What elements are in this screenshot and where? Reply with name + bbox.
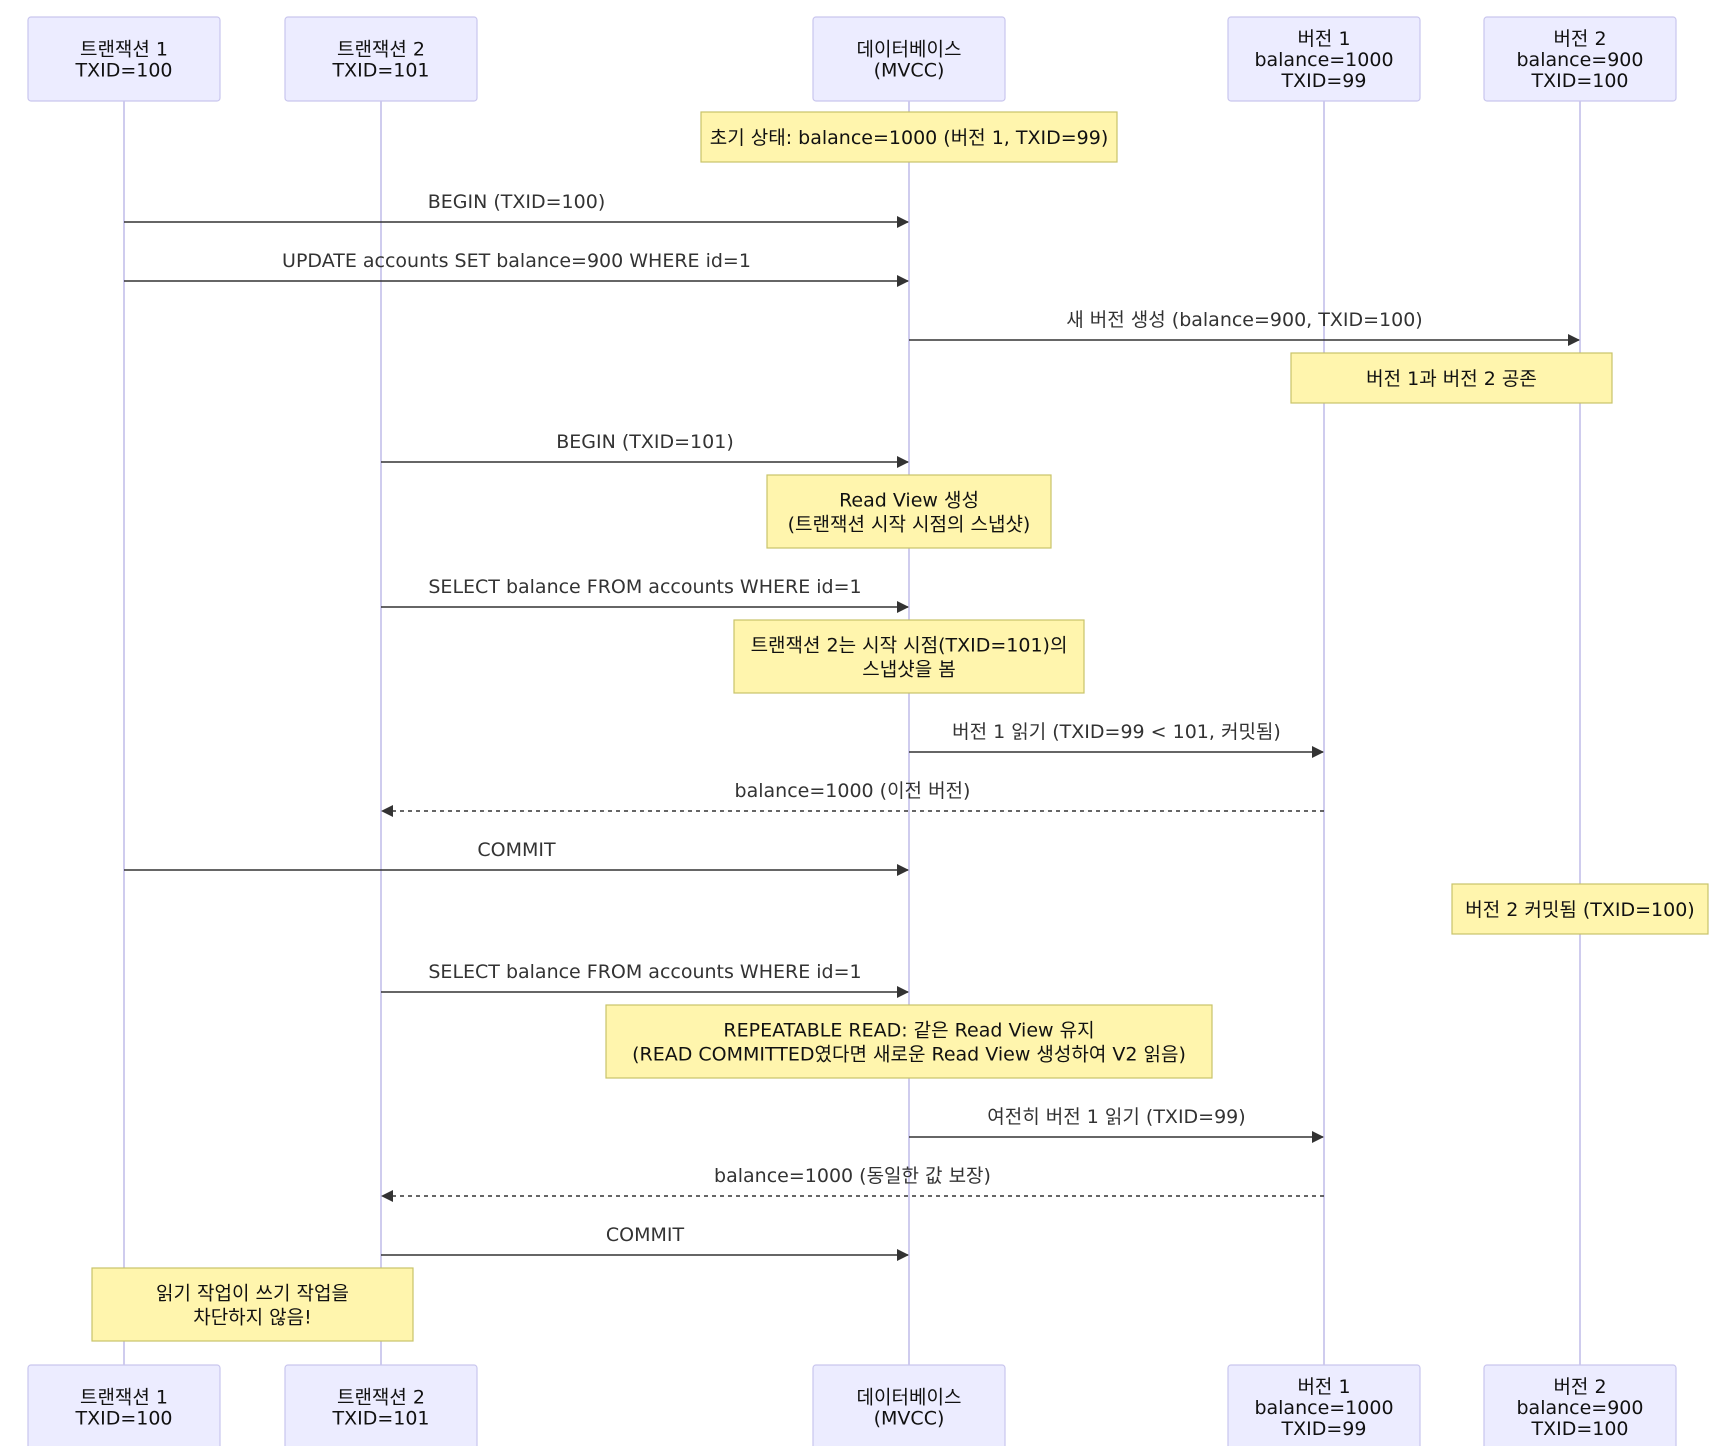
note-box <box>700 111 1118 163</box>
note-7: Read View 생성(트랜잭션 시작 시점의 스냅샷) <box>766 474 1052 549</box>
message-label: 버전 1 읽기 (TXID=99 < 101, 커밋됨) <box>952 721 1281 743</box>
message-3: UPDATE accounts SET balance=900 WHERE id… <box>124 250 909 287</box>
note-text: 차단하지 않음! <box>193 1307 312 1329</box>
note-text: 스냅샷을 봄 <box>862 659 955 681</box>
participant-label: TXID=100 <box>1530 70 1628 92</box>
note-13: 버전 2 커밋됨 (TXID=100) <box>1451 883 1709 935</box>
participant-label: 데이터베이스 <box>857 39 962 61</box>
message-label: 여전히 버전 1 읽기 (TXID=99) <box>987 1106 1245 1128</box>
message-4: 새 버전 생성 (balance=900, TXID=100) <box>909 309 1580 346</box>
participant-label: 데이터베이스 <box>857 1387 962 1409</box>
participant-label: 버전 2 <box>1553 28 1606 50</box>
note-text: Read View 생성 <box>839 490 979 512</box>
participant-label: balance=1000 <box>1254 49 1393 71</box>
message-10: 버전 1 읽기 (TXID=99 < 101, 커밋됨) <box>909 721 1324 758</box>
participant-box <box>27 1364 221 1446</box>
participant-label: 버전 1 <box>1297 1376 1350 1398</box>
participant-label: TXID=101 <box>331 1408 429 1430</box>
participant-label: TXID=100 <box>1530 1418 1628 1440</box>
note-text: 버전 2 커밋됨 (TXID=100) <box>1465 899 1694 921</box>
participant-label: 트랜잭션 1 <box>80 1387 168 1409</box>
participant-label: balance=900 <box>1517 1397 1644 1419</box>
participant-top-db: 데이터베이스(MVCC) <box>812 16 1006 102</box>
message-label: balance=1000 (이전 버전) <box>735 780 971 802</box>
participant-label: 트랜잭션 2 <box>337 39 425 61</box>
message-17: balance=1000 (동일한 값 보장) <box>381 1165 1324 1202</box>
participant-label: (MVCC) <box>874 1408 945 1430</box>
note-text: 버전 1과 버전 2 공존 <box>1366 368 1537 390</box>
note-box <box>91 1267 414 1342</box>
message-6: BEGIN (TXID=101) <box>381 431 909 468</box>
message-16: 여전히 버전 1 읽기 (TXID=99) <box>909 1106 1324 1143</box>
message-label: 새 버전 생성 (balance=900, TXID=100) <box>1066 309 1422 331</box>
note-text: REPEATABLE READ: 같은 Read View 유지 <box>723 1020 1094 1042</box>
note-text: (트랜잭션 시작 시점의 스냅샷) <box>788 514 1031 536</box>
participant-label: TXID=99 <box>1281 70 1367 92</box>
participant-box <box>812 1364 1006 1446</box>
note-text: (READ COMMITTED였다면 새로운 Read View 생성하여 V2… <box>632 1044 1186 1066</box>
message-label: balance=1000 (동일한 값 보장) <box>714 1165 991 1187</box>
note-1: 초기 상태: balance=1000 (버전 1, TXID=99) <box>700 111 1118 163</box>
message-12: COMMIT <box>124 839 909 876</box>
participant-label: TXID=100 <box>74 1408 172 1430</box>
note-box <box>766 474 1052 549</box>
message-8: SELECT balance FROM accounts WHERE id=1 <box>381 576 909 613</box>
note-box <box>605 1004 1213 1079</box>
participant-label: balance=1000 <box>1254 1397 1393 1419</box>
participant-box <box>1227 1364 1421 1446</box>
message-label: COMMIT <box>606 1224 685 1246</box>
note-15: REPEATABLE READ: 같은 Read View 유지(READ CO… <box>605 1004 1213 1079</box>
participant-label: TXID=101 <box>331 60 429 82</box>
participant-label: (MVCC) <box>874 60 945 82</box>
participant-label: balance=900 <box>1517 49 1644 71</box>
participant-box <box>1227 16 1421 102</box>
participant-box <box>812 16 1006 102</box>
participant-label: 트랜잭션 2 <box>337 1387 425 1409</box>
message-label: BEGIN (TXID=100) <box>428 191 606 213</box>
note-text: 트랜잭션 2는 시작 시점(TXID=101)의 <box>751 635 1068 657</box>
note-text: 읽기 작업이 쓰기 작업을 <box>156 1283 349 1305</box>
participant-label: 트랜잭션 1 <box>80 39 168 61</box>
message-11: balance=1000 (이전 버전) <box>381 780 1324 817</box>
participant-box <box>1483 1364 1677 1446</box>
message-14: SELECT balance FROM accounts WHERE id=1 <box>381 961 909 998</box>
participant-box <box>27 16 221 102</box>
participant-label: 버전 1 <box>1297 28 1350 50</box>
participant-box <box>284 1364 478 1446</box>
note-box <box>733 619 1085 694</box>
note-box <box>1451 883 1709 935</box>
note-5: 버전 1과 버전 2 공존 <box>1290 352 1613 404</box>
participant-label: TXID=100 <box>74 60 172 82</box>
participant-box <box>1483 16 1677 102</box>
message-label: UPDATE accounts SET balance=900 WHERE id… <box>282 250 751 272</box>
message-label: COMMIT <box>477 839 556 861</box>
participant-box <box>284 16 478 102</box>
message-label: SELECT balance FROM accounts WHERE id=1 <box>428 961 861 983</box>
message-2: BEGIN (TXID=100) <box>124 191 909 228</box>
participant-label: TXID=99 <box>1281 1418 1367 1440</box>
message-18: COMMIT <box>381 1224 909 1261</box>
message-label: BEGIN (TXID=101) <box>556 431 734 453</box>
participant-label: 버전 2 <box>1553 1376 1606 1398</box>
note-box <box>1290 352 1613 404</box>
message-label: SELECT balance FROM accounts WHERE id=1 <box>428 576 861 598</box>
participant-bottom-db: 데이터베이스(MVCC) <box>812 1364 1006 1446</box>
note-text: 초기 상태: balance=1000 (버전 1, TXID=99) <box>710 127 1108 149</box>
